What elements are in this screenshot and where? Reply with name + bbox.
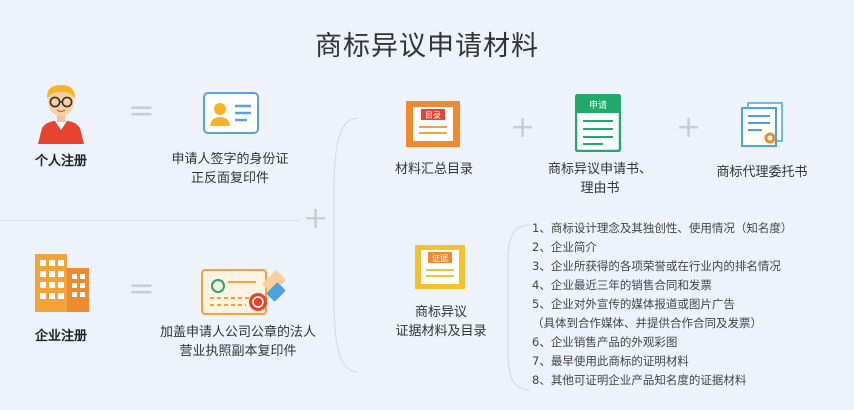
evidence-label: 商标异议 证据材料及目录: [378, 303, 504, 341]
person-avatar-icon: [34, 82, 88, 144]
catalog-label: 材料汇总目录: [394, 162, 473, 177]
list-item: （具体到合作媒体、并提供合作合同及发票）: [532, 316, 762, 330]
personal-equals-sign: =: [128, 91, 155, 129]
list-item: 8、其他可证明企业产品知名度的证据材料: [532, 373, 747, 387]
enterprise-registration-label: 企业注册: [34, 329, 87, 344]
enterprise-equals-sign: =: [128, 269, 155, 307]
evidence-label-line-2: 证据材料及目录: [395, 324, 487, 339]
business-license-icon: [200, 262, 290, 318]
page-title: 商标异议申请材料: [315, 31, 539, 62]
list-item: 5、企业对外宣传的媒体报道或图片广告: [532, 297, 735, 311]
application-icon-text: 申请: [589, 99, 607, 111]
enterprise-document-label: 加盖申请人公司公章的法人 营业执照副本复印件: [150, 323, 326, 361]
evidence-icon: 证据: [414, 244, 466, 290]
enterprise-document-line-1: 加盖申请人公司公章的法人: [159, 325, 316, 340]
list-item: 3、企业所获得的各项荣誉或在行业内的排名情况: [532, 259, 781, 273]
evidence-label-line-1: 商标异议: [414, 305, 467, 320]
evidence-list: 1、商标设计理念及其独创性、使用情况（知名度） 2、企业简介 3、企业所获得的各…: [532, 219, 792, 390]
list-item: 1、商标设计理念及其独创性、使用情况（知名度）: [532, 221, 793, 235]
center-plus-sign: +: [303, 201, 329, 236]
id-card-icon: [203, 92, 259, 134]
materials-plus-sign-2: +: [676, 110, 702, 145]
building-icon: [33, 252, 91, 314]
catalog-icon-text: 目录: [425, 111, 441, 120]
list-item: 7、最早使用此商标的证明材料: [532, 354, 689, 368]
application-label-line-1: 商标异议申请书、: [547, 162, 652, 177]
power-of-attorney-icon: [740, 102, 784, 148]
catalog-icon: 目录: [405, 100, 461, 148]
evidence-icon-text: 证据: [432, 253, 448, 263]
agency-label: 商标代理委托书: [716, 165, 808, 180]
application-label-line-2: 理由书: [580, 181, 620, 196]
materials-plus-sign-1: +: [510, 110, 536, 145]
list-item: 6、企业销售产品的外观彩图: [532, 335, 678, 349]
personal-document-line-2: 正反面复印件: [190, 171, 269, 186]
list-item: 2、企业简介: [532, 240, 597, 254]
personal-document-line-1: 申请人签字的身份证: [171, 152, 289, 167]
enterprise-document-line-2: 营业执照副本复印件: [179, 344, 297, 359]
application-label: 商标异议申请书、 理由书: [530, 160, 670, 198]
application-form-icon: 申请: [575, 94, 621, 152]
personal-registration-label: 个人注册: [34, 154, 87, 169]
personal-document-label: 申请人签字的身份证 正反面复印件: [150, 150, 310, 188]
section-divider: [0, 220, 300, 221]
list-item: 4、企业最近三年的销售合同和发票: [532, 278, 712, 292]
